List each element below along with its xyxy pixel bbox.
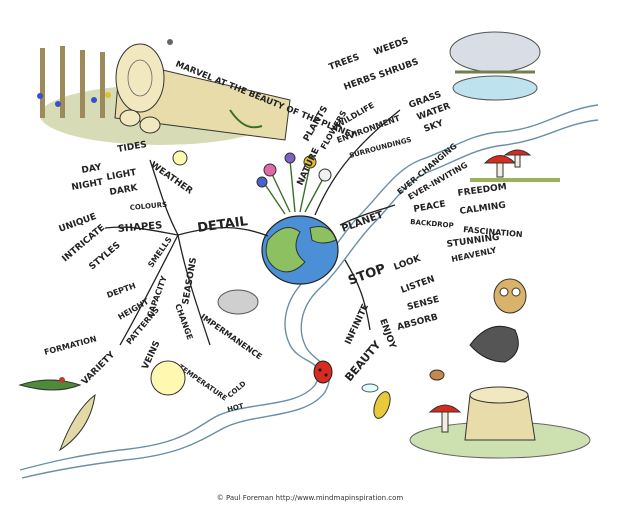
stop-label: STOP bbox=[346, 261, 388, 288]
sun-large-icon bbox=[150, 360, 186, 396]
river-inner bbox=[21, 119, 599, 479]
nature-item-sky: SKY bbox=[423, 118, 446, 134]
cloud-icon bbox=[217, 289, 259, 315]
capacity-item-variety: VARIETY bbox=[80, 350, 117, 387]
log-pile-illustration bbox=[37, 39, 291, 145]
puddle-illustration bbox=[449, 31, 541, 101]
stop-item-infinite: INFINITE bbox=[344, 303, 371, 347]
seasons-item-hot: HOT bbox=[226, 402, 244, 414]
seasons-item-cold: COLD bbox=[226, 380, 248, 400]
weather-item-light: LIGHT bbox=[106, 168, 138, 183]
stop-item-listen: LISTEN bbox=[400, 274, 437, 296]
capacity-branch: CAPACITY DEPTH HEIGHT PATTERNS FORMATION… bbox=[43, 275, 169, 388]
river bbox=[19, 104, 599, 471]
planet-label: PLANET bbox=[340, 210, 385, 235]
weather-label: WEATHER bbox=[148, 160, 194, 196]
sun-icon bbox=[172, 150, 188, 166]
seasons-item-change: CHANGE bbox=[173, 303, 194, 341]
credit-line: © Paul Foreman http://www.mindmapinspira… bbox=[216, 494, 404, 502]
weather-item-night: NIGHT bbox=[71, 177, 105, 193]
detail-label: DETAIL bbox=[196, 214, 248, 236]
nature-item-herbs: HERBS bbox=[343, 72, 378, 93]
nature-label: NATURE bbox=[296, 146, 322, 187]
ladybird-illustration bbox=[313, 360, 333, 384]
mushroom-illustration-right bbox=[470, 149, 560, 182]
stop-item-look: LOOK bbox=[393, 254, 423, 273]
shapes-item-styles: STYLES bbox=[88, 241, 123, 273]
bird-illustration bbox=[429, 369, 445, 381]
capacity-item-depth: DEPTH bbox=[106, 281, 137, 300]
tree-stump-illustration bbox=[409, 386, 591, 459]
shapes-item-colours: COLOURS bbox=[129, 201, 167, 212]
mole-illustration bbox=[469, 325, 519, 363]
seasons-item-impermanence: IMPERMANENCE bbox=[199, 312, 264, 361]
nature-item-trees: TREES bbox=[328, 53, 361, 73]
planet-item-backdrop: BACKDROP bbox=[410, 218, 454, 230]
central-globe-illustration bbox=[256, 152, 339, 285]
planet-item-calming: CALMING bbox=[459, 201, 506, 217]
nature-item-weeds: WEEDS bbox=[373, 36, 410, 58]
bee-illustration bbox=[361, 383, 391, 419]
seasons-label: SEASONS bbox=[181, 257, 199, 306]
shapes-branch: SHAPES COLOURS UNIQUE INTRICATE STYLES S… bbox=[58, 201, 174, 273]
nature-item-shrubs: SHRUBS bbox=[378, 57, 421, 81]
weather-item-dark: DARK bbox=[109, 183, 140, 198]
stop-item-absorb: ABSORB bbox=[396, 312, 439, 333]
owl-illustration bbox=[493, 278, 527, 314]
planet-item-peace: PEACE bbox=[413, 199, 447, 214]
shapes-label: SHAPES bbox=[117, 220, 162, 235]
branch-lines bbox=[104, 109, 401, 346]
nature-branch: PLANTS TREES WEEDS HERBS SHRUBS FLOWERS … bbox=[302, 36, 452, 160]
capacity-item-formation: FORMATION bbox=[43, 334, 97, 357]
stop-item-sense: SENSE bbox=[406, 295, 440, 313]
weather-item-day: DAY bbox=[81, 163, 103, 176]
holly-illustration bbox=[18, 377, 96, 452]
weather-branch: WEATHER TIDES DAY LIGHT NIGHT DARK bbox=[71, 140, 195, 198]
planet-item-freedom: FREEDOM bbox=[457, 182, 507, 199]
